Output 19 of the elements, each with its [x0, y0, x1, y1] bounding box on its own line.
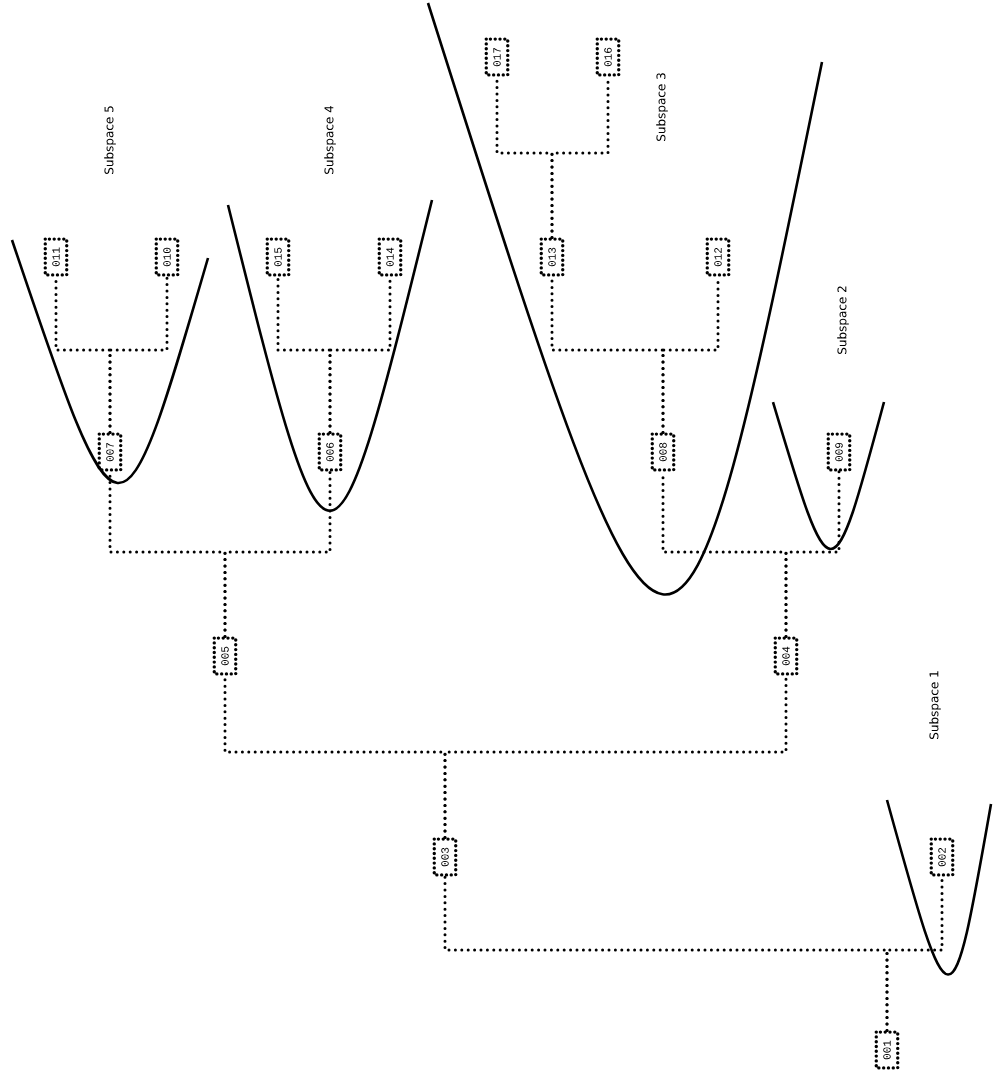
node-box: 001 — [874, 1030, 900, 1070]
node-box: 003 — [432, 837, 458, 877]
dotted-connector — [108, 275, 169, 434]
node-box: 015 — [265, 237, 291, 277]
subspace-label: Subspace 5 — [104, 106, 116, 174]
node-box: 007 — [97, 432, 123, 472]
node-box: 009 — [826, 432, 852, 472]
node-box: 010 — [154, 237, 180, 277]
node-box: 005 — [212, 636, 238, 676]
subspace-label: Subspace 2 — [837, 286, 849, 354]
node-box: 011 — [43, 237, 69, 277]
node-box: 002 — [929, 837, 955, 877]
dotted-connector — [443, 875, 889, 1032]
node-box: 006 — [317, 432, 343, 472]
subspace-label: Subspace 4 — [324, 105, 336, 174]
dotted-connector — [223, 470, 332, 638]
node-box: 004 — [773, 636, 799, 676]
subspace-label: Subspace 1 — [929, 671, 941, 739]
node-box: 014 — [377, 237, 403, 277]
